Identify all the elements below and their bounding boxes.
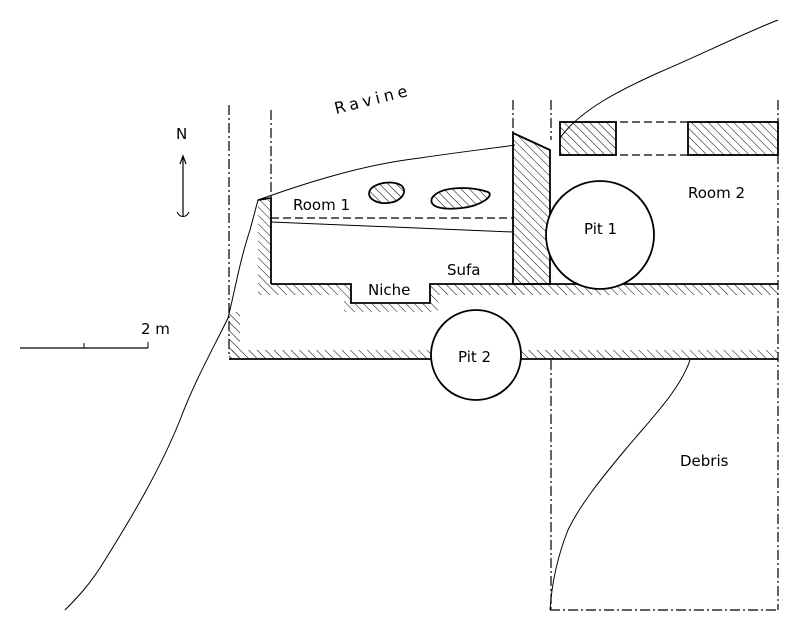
pit-1 <box>545 180 655 290</box>
ravine-label: Ravine <box>332 80 413 117</box>
pit-2 <box>430 309 522 401</box>
stone-1 <box>369 182 405 204</box>
room2-wall-fragment-1 <box>560 122 616 155</box>
sufa-label: Sufa <box>447 261 481 279</box>
room2-wall-fragment-2 <box>688 122 778 155</box>
sufa-band-outline <box>271 283 778 304</box>
pit1-label: Pit 1 <box>584 220 617 238</box>
room2-wall-fragment-1-outline <box>559 121 617 156</box>
room1-sloped-line <box>270 221 514 233</box>
debris-label: Debris <box>680 452 729 470</box>
scale-bar <box>20 342 149 349</box>
ravine-edge <box>257 144 516 201</box>
sufa-band-hatch <box>258 284 778 312</box>
left-slope-line <box>64 199 259 611</box>
niche-label: Niche <box>368 281 410 299</box>
scale-label: 2 m <box>141 320 170 338</box>
stone-1-outline <box>368 181 405 204</box>
room1-label: Room 1 <box>293 196 350 214</box>
ravine-edge-upper-right <box>559 19 779 139</box>
stone-2-outline <box>430 187 491 210</box>
stone-2 <box>431 188 490 209</box>
room1-west-wall-outline <box>257 196 272 284</box>
debris-slope-line <box>549 359 691 611</box>
left-wall-hatch <box>229 312 240 359</box>
room2-wall-fragment-2-outline <box>687 121 779 156</box>
north-arrow-icon <box>176 154 190 217</box>
north-label: N <box>176 125 187 143</box>
room1-west-wall-hatch <box>258 200 271 284</box>
room2-label: Room 2 <box>688 184 745 202</box>
central-wall-hatch <box>513 133 550 284</box>
pit2-label: Pit 2 <box>458 348 491 366</box>
